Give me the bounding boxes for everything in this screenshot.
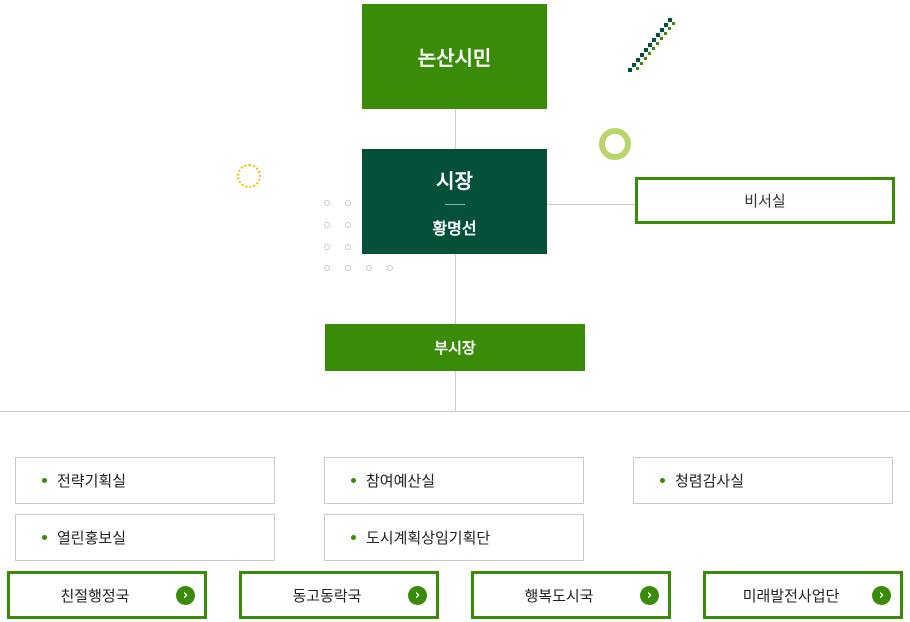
citizens-box: 논산시민 bbox=[362, 4, 547, 109]
chevron-right-icon[interactable]: › bbox=[176, 586, 195, 605]
chevron-right-icon[interactable]: › bbox=[408, 586, 427, 605]
diagonal-stripe-icon bbox=[628, 18, 675, 72]
bureau-label: 행복도시국 bbox=[524, 586, 594, 605]
dot bbox=[366, 265, 372, 271]
mayor-separator bbox=[444, 203, 465, 205]
office-label: 청렴감사실 bbox=[675, 472, 745, 490]
office-label: 도시계획상임기획단 bbox=[366, 529, 491, 547]
connector-mayor-secretary bbox=[547, 204, 635, 205]
office-item[interactable]: 도시계획상임기획단 bbox=[324, 514, 584, 561]
mayor-title: 시장 bbox=[436, 168, 473, 193]
bullet-icon bbox=[42, 535, 47, 540]
bullet-icon bbox=[660, 478, 665, 483]
section-divider bbox=[0, 411, 910, 412]
dot bbox=[345, 265, 351, 271]
chevron-right-icon[interactable]: › bbox=[872, 586, 891, 605]
connector-mayor-vice bbox=[455, 254, 456, 324]
bureau-button-future-dev[interactable]: 미래발전사업단 › bbox=[703, 571, 903, 619]
bureau-button-happy-city[interactable]: 행복도시국 › bbox=[471, 571, 671, 619]
office-item[interactable]: 전략기획실 bbox=[15, 457, 275, 504]
yellow-dotted-ring-icon bbox=[237, 164, 261, 188]
dot bbox=[345, 244, 351, 250]
dot bbox=[324, 244, 330, 250]
bullet-icon bbox=[351, 478, 356, 483]
dot bbox=[324, 222, 330, 228]
office-item[interactable]: 열린홍보실 bbox=[15, 514, 275, 561]
bureau-button-kind-admin[interactable]: 친절행정국 › bbox=[7, 571, 207, 619]
bureau-button-donggo[interactable]: 동고동락국 › bbox=[239, 571, 439, 619]
bullet-icon bbox=[351, 535, 356, 540]
dot bbox=[324, 265, 330, 271]
dot bbox=[345, 222, 351, 228]
office-item[interactable]: 청렴감사실 bbox=[633, 457, 893, 504]
green-ring-icon bbox=[599, 128, 631, 160]
connector-vice-divider bbox=[455, 371, 456, 411]
secretary-label: 비서실 bbox=[744, 192, 786, 210]
office-label: 열린홍보실 bbox=[57, 529, 127, 547]
chevron-right-icon[interactable]: › bbox=[640, 586, 659, 605]
bullet-icon bbox=[42, 478, 47, 483]
vice-mayor-label: 부시장 bbox=[434, 339, 476, 357]
mayor-name: 황명선 bbox=[432, 218, 477, 238]
office-item[interactable]: 참여예산실 bbox=[324, 457, 584, 504]
bureau-label: 동고동락국 bbox=[292, 586, 362, 605]
secretary-box[interactable]: 비서실 bbox=[635, 177, 895, 224]
bureau-label: 미래발전사업단 bbox=[742, 586, 840, 605]
vice-mayor-box: 부시장 bbox=[325, 324, 585, 371]
office-label: 참여예산실 bbox=[366, 472, 436, 490]
mayor-box: 시장 황명선 bbox=[362, 149, 547, 254]
dot bbox=[345, 200, 351, 206]
office-label: 전략기획실 bbox=[57, 472, 127, 490]
bureau-label: 친절행정국 bbox=[60, 586, 130, 605]
dot bbox=[387, 265, 393, 271]
dot bbox=[324, 200, 330, 206]
citizens-label: 논산시민 bbox=[417, 46, 492, 70]
connector-citizens-mayor bbox=[455, 109, 456, 149]
